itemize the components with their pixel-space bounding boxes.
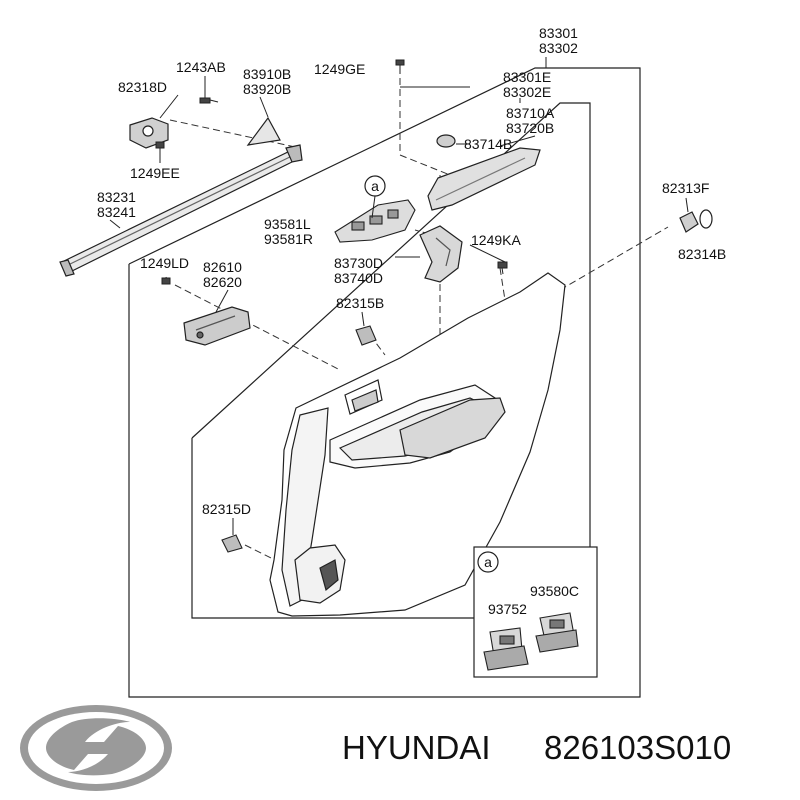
window-switch-93580C [535,612,579,653]
trim-clips [221,325,377,553]
brand-name: HYUNDAI [342,729,491,766]
label-83730D: 83730D [334,255,383,271]
label-82313F: 82313F [662,180,709,196]
screws [155,59,508,285]
label-82315D: 82315D [202,501,251,517]
label-1249LD: 1249LD [140,255,189,271]
label-83301: 83301 [539,25,578,41]
callout-letter-detail: a [484,554,492,570]
label-83720B: 83720B [506,120,554,136]
callout-letter-main: a [371,178,379,194]
bracket-part [129,117,169,149]
label-82620: 82620 [203,274,242,290]
callout-circle-detail [477,551,499,573]
label-93580C: 93580C [530,583,579,599]
label-83302E: 83302E [503,84,551,100]
label-82315B: 82315B [336,295,384,311]
pull-handle-part [419,225,463,283]
label-93752: 93752 [488,601,527,617]
label-93581L: 93581L [264,216,311,232]
bolt-and-ring [679,209,713,233]
label-1249KA: 1249KA [471,232,521,248]
weatherstrip-part [59,144,303,277]
assembly-frame-outer [128,67,641,698]
label-83302: 83302 [539,40,578,56]
hyundai-logo [20,705,172,791]
label-83231: 83231 [97,189,136,205]
inside-handle-part [183,306,251,346]
label-83241: 83241 [97,204,136,220]
label-93581R: 93581R [264,231,313,247]
door-trim-panel [269,272,566,617]
label-82318D: 82318D [118,79,167,95]
triangle-trim-part [246,116,281,146]
label-83910B: 83910B [243,66,291,82]
label-1249GE: 1249GE [314,61,365,77]
label-82610: 82610 [203,259,242,275]
label-83301E: 83301E [503,69,551,85]
label-83920B: 83920B [243,81,291,97]
cap-part [436,134,456,148]
label-82314B: 82314B [678,246,726,262]
label-1243AB: 1243AB [176,59,226,75]
part-labels: 83301 83302 1243AB 83910B 83920B 1249GE … [97,25,726,617]
callout-leader-main [371,195,376,219]
label-83710A: 83710A [506,105,555,121]
armrest-part [427,147,541,211]
label-83740D: 83740D [334,270,383,286]
label-83714B: 83714B [464,136,512,152]
window-switch-93752 [483,627,529,671]
switch-panel-part [334,199,416,243]
label-1249EE: 1249EE [130,165,180,181]
part-number: 826103S010 [544,729,731,766]
